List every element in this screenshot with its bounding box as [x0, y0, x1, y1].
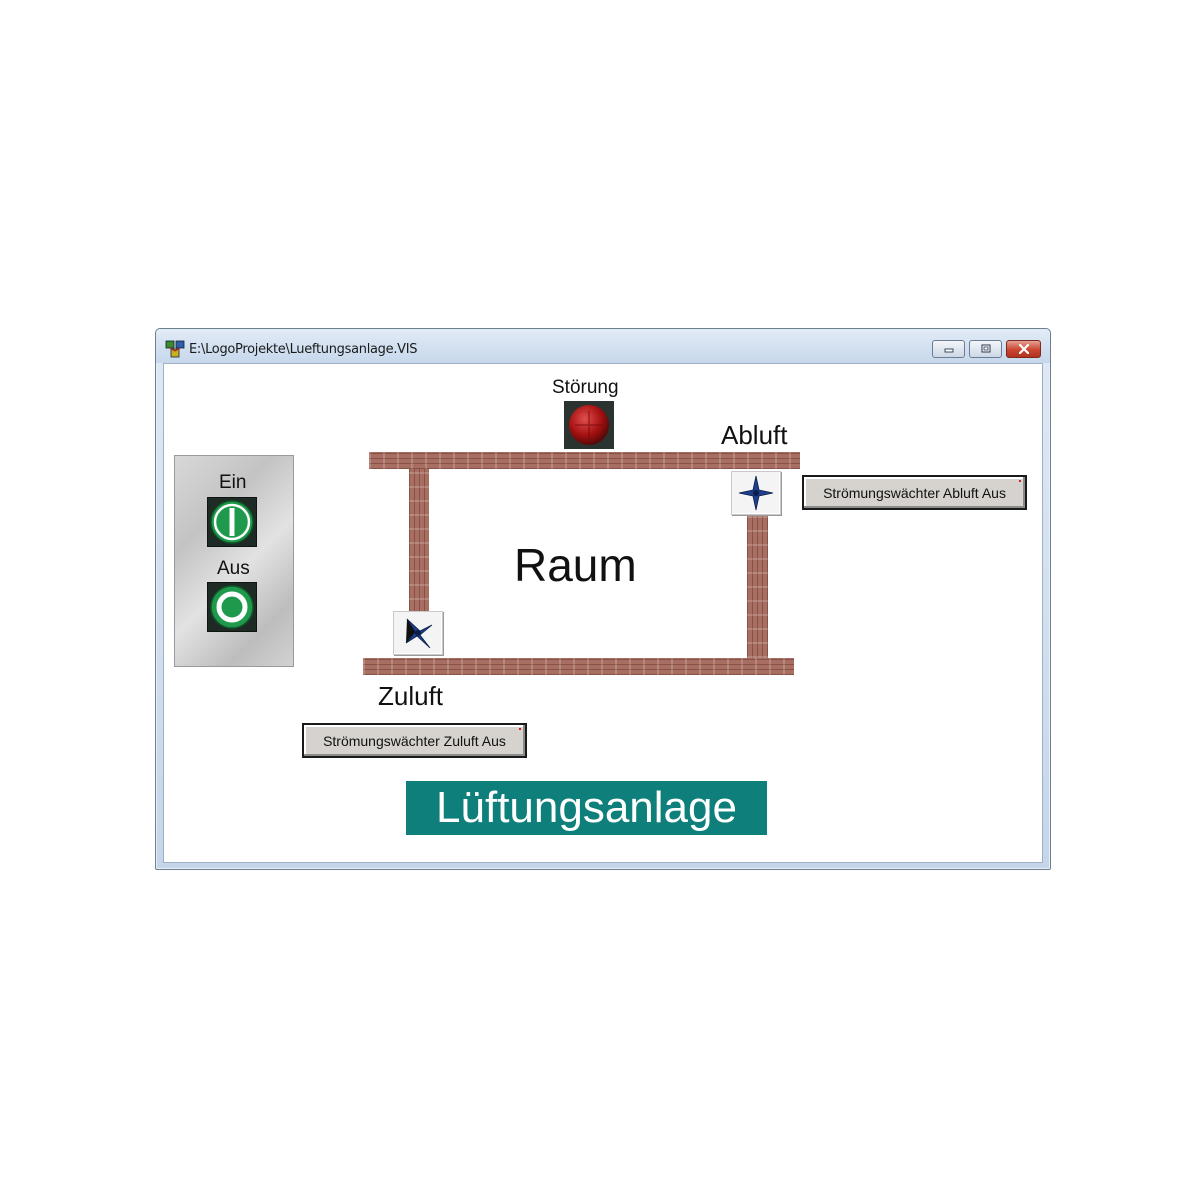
- visualization-canvas: Ein Aus Störung: [163, 363, 1043, 863]
- alarm-lamp-icon: [569, 405, 609, 445]
- app-icon: [165, 340, 185, 358]
- alarm-lamp: [564, 401, 614, 449]
- status-dot: [519, 728, 521, 730]
- supply-flow-sensor-label: Strömungswächter Zuluft Aus: [323, 732, 506, 749]
- window-title: E:\LogoProjekte\Lueftungsanlage.VIS: [189, 342, 418, 357]
- minimize-icon: [944, 348, 953, 353]
- power-on-icon: [210, 500, 254, 544]
- maximize-icon: [981, 344, 990, 353]
- fan-icon: [405, 618, 433, 649]
- bottom-wall: [363, 658, 794, 675]
- power-off-icon: [210, 585, 254, 629]
- maximize-button[interactable]: [969, 340, 1002, 358]
- exhaust-label: Abluft: [721, 420, 788, 450]
- supply-label: Zuluft: [378, 681, 444, 711]
- app-window: E:\LogoProjekte\Lueftungsanlage.VIS Ein: [155, 328, 1051, 870]
- fan-icon: [738, 475, 774, 511]
- on-label: Ein: [219, 472, 247, 493]
- top-wall: [369, 452, 800, 469]
- exhaust-flow-sensor-label: Strömungswächter Abluft Aus: [823, 484, 1006, 501]
- exhaust-fan: [731, 471, 781, 515]
- system-title-banner: Lüftungsanlage: [406, 781, 767, 835]
- alarm-label: Störung: [552, 377, 619, 398]
- off-button[interactable]: [207, 582, 257, 632]
- supply-flow-sensor-button[interactable]: Strömungswächter Zuluft Aus: [302, 723, 527, 758]
- left-wall: [409, 469, 429, 614]
- off-label: Aus: [217, 558, 250, 579]
- status-dot: [1019, 480, 1021, 482]
- supply-fan: [393, 611, 443, 655]
- on-button[interactable]: [207, 497, 257, 547]
- right-wall: [747, 516, 768, 658]
- close-button[interactable]: [1006, 340, 1041, 358]
- title-bar[interactable]: E:\LogoProjekte\Lueftungsanlage.VIS: [156, 329, 1050, 363]
- exhaust-flow-sensor-button[interactable]: Strömungswächter Abluft Aus: [802, 475, 1027, 510]
- close-icon: [1018, 344, 1029, 354]
- room-label: Raum: [514, 539, 637, 591]
- minimize-button[interactable]: [932, 340, 965, 358]
